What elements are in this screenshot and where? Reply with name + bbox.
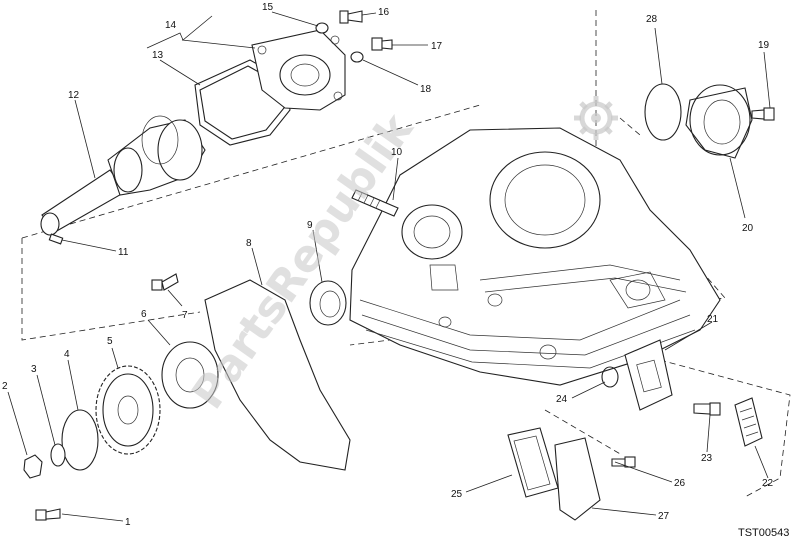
callout-10: 10 xyxy=(391,147,403,158)
part-10-stud xyxy=(351,189,399,217)
part-27-cover xyxy=(554,437,601,521)
part-23-screw xyxy=(693,402,721,416)
callout-26: 26 xyxy=(674,478,686,489)
cylinder-head xyxy=(349,127,721,386)
part-20-cap xyxy=(685,84,753,159)
part-21-cover xyxy=(624,339,673,411)
callout-5: 5 xyxy=(107,336,113,347)
callout-17: 17 xyxy=(431,41,443,52)
part-26-screw xyxy=(611,456,636,468)
callout-21: 21 xyxy=(707,314,719,325)
part-7-screw xyxy=(151,273,179,291)
part-2-nut xyxy=(23,454,43,479)
callout-labels: 1 2 3 4 5 6 7 8 9 10 11 12 13 14 15 16 1… xyxy=(2,2,774,528)
callout-8: 8 xyxy=(246,238,252,249)
part-25-gasket xyxy=(507,427,559,498)
callout-25: 25 xyxy=(451,489,463,500)
part-5-gear xyxy=(95,365,161,455)
callout-12: 12 xyxy=(68,90,80,101)
callout-27: 27 xyxy=(658,511,670,522)
part-18-washer xyxy=(350,51,364,63)
part-14-cover xyxy=(251,29,346,111)
callout-28: 28 xyxy=(646,14,658,25)
part-11-key xyxy=(48,233,64,245)
callout-7: 7 xyxy=(182,310,188,321)
callout-23: 23 xyxy=(701,453,713,464)
callout-18: 18 xyxy=(420,84,432,95)
callout-22: 22 xyxy=(762,478,774,489)
callout-14: 14 xyxy=(165,20,177,31)
callout-13: 13 xyxy=(152,50,164,61)
leader-lines xyxy=(7,11,771,522)
part-16-screw xyxy=(339,10,363,24)
part-22-reed xyxy=(734,397,763,447)
callout-9: 9 xyxy=(307,220,313,231)
part-15-washer xyxy=(315,22,329,34)
part-17-screw xyxy=(371,37,393,51)
part-12-camshaft xyxy=(40,115,206,236)
gear-icon xyxy=(574,96,618,140)
callout-1: 1 xyxy=(125,517,131,528)
part-19-screw xyxy=(751,107,775,121)
callout-20: 20 xyxy=(742,223,754,234)
callout-2: 2 xyxy=(2,381,8,392)
callout-19: 19 xyxy=(758,40,770,51)
part-3-washer xyxy=(50,443,66,467)
part-6-pulley xyxy=(161,341,219,409)
callout-24: 24 xyxy=(556,394,568,405)
part-28-o-ring xyxy=(644,83,682,141)
callout-3: 3 xyxy=(31,364,37,375)
callout-4: 4 xyxy=(64,349,70,360)
part-4-flange xyxy=(61,409,99,471)
drawing-code: TST00543 xyxy=(738,527,789,539)
part-1-screw xyxy=(35,508,61,521)
callout-11: 11 xyxy=(118,247,129,258)
part-24-o-ring xyxy=(601,366,619,388)
part-8-belt-cover xyxy=(204,279,351,471)
callout-15: 15 xyxy=(262,2,274,13)
callout-16: 16 xyxy=(378,7,390,18)
callout-6: 6 xyxy=(141,309,147,320)
part-9-seal xyxy=(309,280,347,326)
